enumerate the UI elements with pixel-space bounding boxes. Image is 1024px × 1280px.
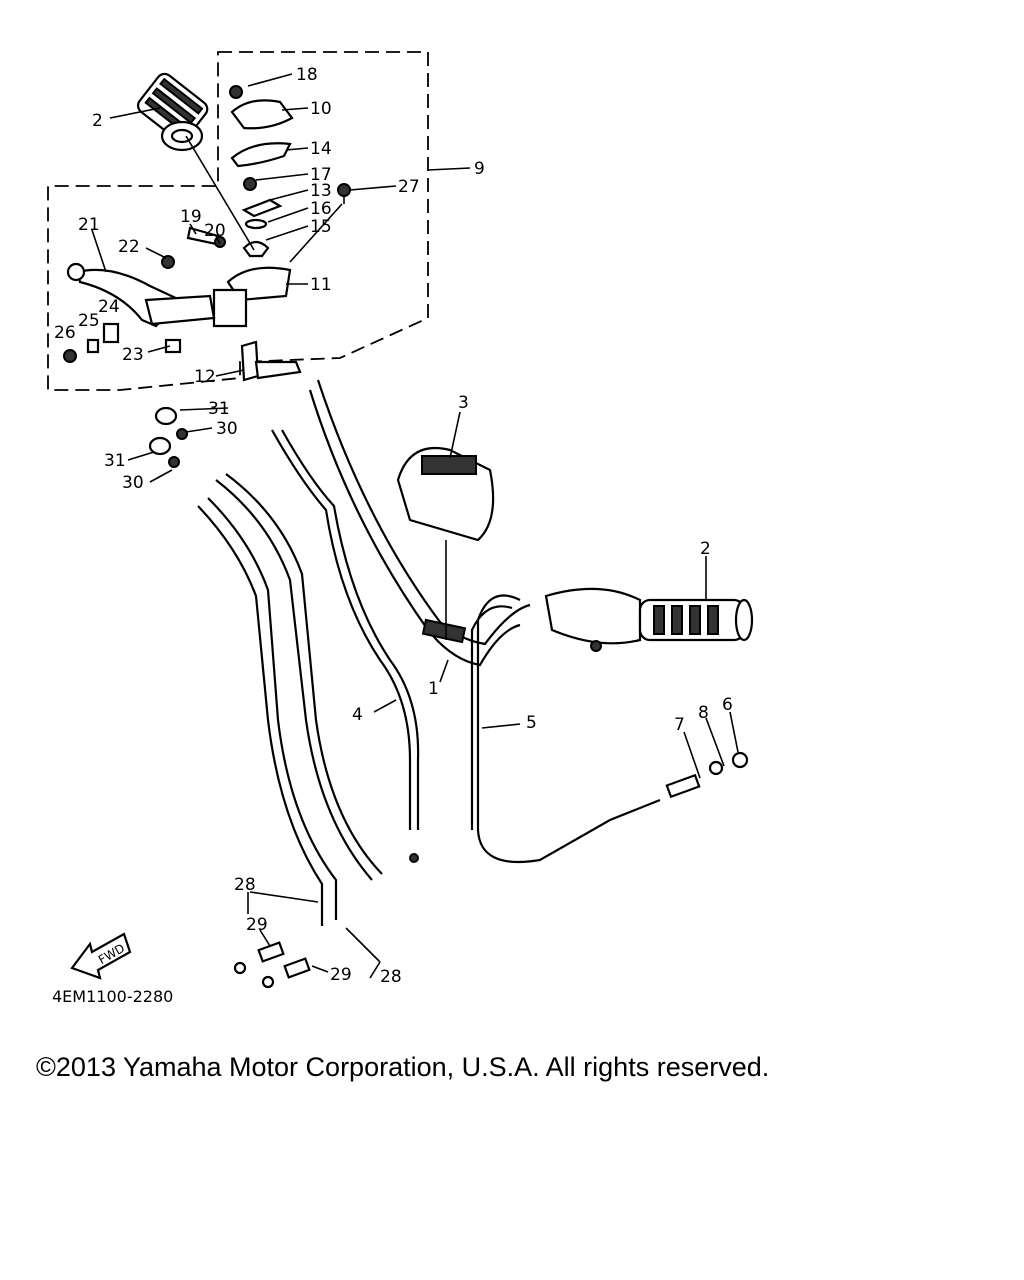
callout-31-lower: 31	[104, 451, 126, 471]
callout-4: 4	[352, 705, 363, 725]
callout-27: 27	[398, 177, 420, 197]
callout-29-upper: 29	[246, 915, 268, 935]
callout-28-upper: 28	[234, 875, 256, 895]
right-switch-box	[396, 446, 495, 542]
fwd-arrow-icon: FWD	[70, 932, 132, 980]
callout-21: 21	[78, 215, 100, 235]
callout-26: 26	[54, 323, 76, 343]
callout-22: 22	[118, 237, 140, 257]
brake-cables	[148, 406, 383, 989]
callout-19: 19	[180, 207, 202, 227]
callout-2-left: 2	[92, 111, 103, 131]
callout-31-upper: 31	[208, 399, 230, 419]
left-grip	[136, 72, 209, 152]
callout-8: 8	[698, 703, 709, 723]
callout-7: 7	[674, 715, 685, 735]
catalog-code: 4EM1100-2280	[52, 987, 173, 1006]
callout-2-right: 2	[700, 539, 711, 559]
callout-10: 10	[310, 99, 332, 119]
callout-15: 15	[310, 217, 332, 237]
callout-6: 6	[722, 695, 733, 715]
callout-11: 11	[310, 275, 332, 295]
callout-20: 20	[204, 221, 226, 241]
callout-14: 14	[310, 139, 332, 159]
callout-23: 23	[122, 345, 144, 365]
leader-lines	[91, 73, 739, 979]
throttle-housing-parts	[229, 85, 351, 258]
callout-labels: 1 2 2 3 4 5 6 7 8 9 10 11 12 13 14 15 16…	[54, 65, 733, 987]
handlebar-parts-diagram: FWD 4EM1100-2280 1 2 2 3 4 5 6 7 8 9 10 …	[47, 51, 754, 1006]
callout-18: 18	[296, 65, 318, 85]
assembly-boundary	[47, 51, 429, 391]
callout-25: 25	[78, 311, 100, 331]
callout-1: 1	[428, 679, 439, 699]
right-grip	[544, 587, 754, 652]
lever-assembly	[63, 226, 302, 382]
callout-13: 13	[310, 181, 332, 201]
callout-30-upper: 30	[216, 419, 238, 439]
callout-5: 5	[526, 713, 537, 733]
callout-30-lower: 30	[122, 473, 144, 493]
callout-29-lower: 29	[330, 965, 352, 985]
copyright-notice: ©2013 Yamaha Motor Corporation, U.S.A. A…	[36, 1052, 770, 1082]
callout-28-lower: 28	[380, 967, 402, 987]
callout-9: 9	[474, 159, 485, 179]
cables	[271, 429, 749, 864]
callout-12: 12	[194, 367, 216, 387]
callout-16: 16	[310, 199, 332, 219]
callout-17: 17	[310, 165, 332, 185]
callout-24: 24	[98, 297, 120, 317]
callout-3: 3	[458, 393, 469, 413]
